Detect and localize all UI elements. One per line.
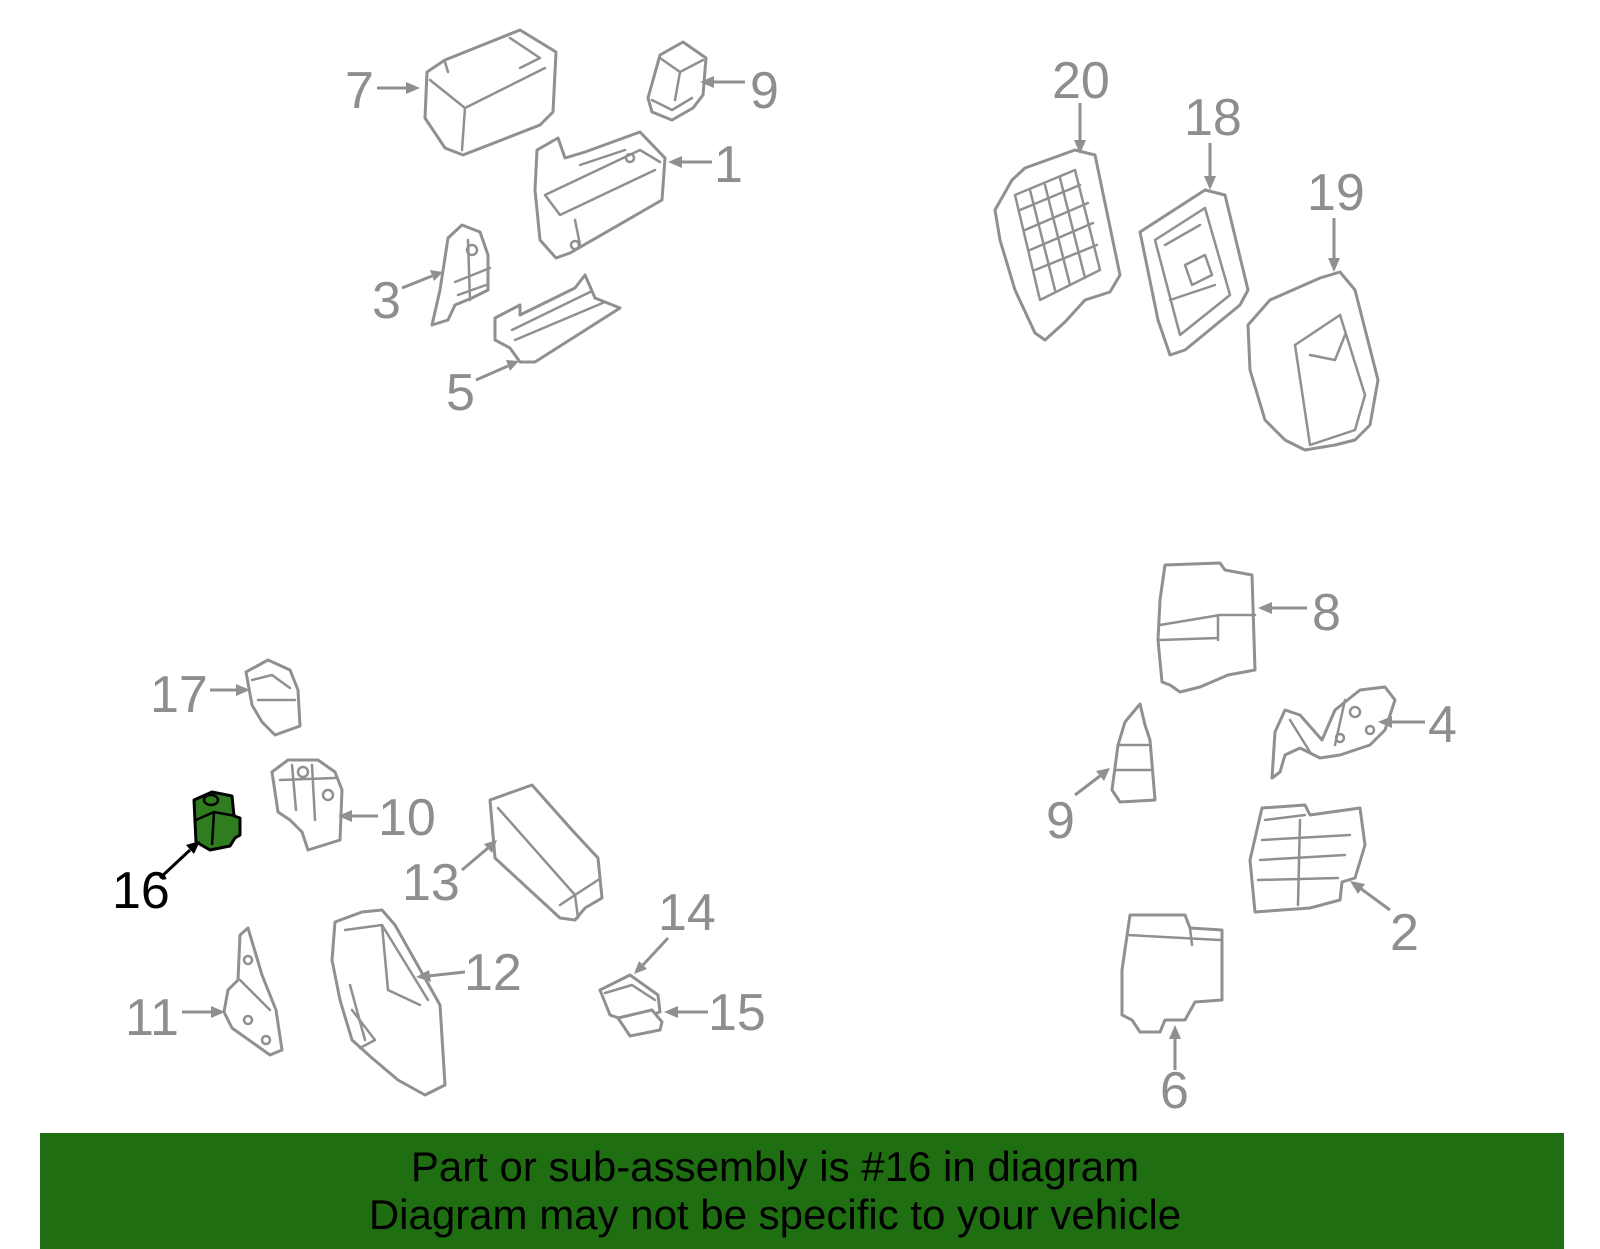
callout-13-arrow bbox=[461, 840, 497, 872]
part-6 bbox=[1120, 913, 1224, 1034]
part-10 bbox=[270, 758, 344, 852]
callout-9-top-arrow bbox=[700, 76, 745, 88]
parts-diagram: 7 9 1 3 5 bbox=[112, 28, 1457, 1120]
callout-8: 8 bbox=[1312, 584, 1341, 642]
callout-20-arrow bbox=[1074, 103, 1086, 154]
callout-4-arrow bbox=[1378, 716, 1425, 728]
info-banner: Part or sub-assembly is #16 in diagram D… bbox=[40, 1133, 1564, 1249]
callout-19: 19 bbox=[1307, 164, 1365, 222]
callout-10: 10 bbox=[378, 789, 436, 847]
part-4 bbox=[1270, 685, 1397, 780]
callout-14-arrow bbox=[634, 936, 670, 974]
callout-4: 4 bbox=[1428, 696, 1457, 754]
callout-14: 14 bbox=[658, 884, 716, 942]
callout-1-arrow bbox=[668, 156, 712, 168]
callout-5: 5 bbox=[446, 364, 475, 422]
part-16 bbox=[192, 790, 242, 852]
part-20 bbox=[993, 148, 1122, 342]
callout-5-arrow bbox=[475, 360, 519, 382]
part-3 bbox=[430, 223, 492, 327]
part-8 bbox=[1156, 561, 1257, 694]
callout-2: 2 bbox=[1390, 904, 1419, 962]
banner-line-disclaimer: Diagram may not be specific to your vehi… bbox=[368, 1191, 1182, 1238]
callout-7-arrow bbox=[377, 82, 420, 94]
callout-1: 1 bbox=[714, 136, 743, 194]
part-1 bbox=[533, 130, 667, 260]
callout-19-arrow bbox=[1328, 218, 1340, 272]
callout-6-arrow bbox=[1169, 1025, 1181, 1070]
callout-3: 3 bbox=[372, 272, 401, 330]
callout-16: 16 bbox=[112, 862, 170, 920]
callout-11: 11 bbox=[125, 989, 179, 1047]
callout-12-arrow bbox=[416, 970, 466, 982]
part-9-bottom bbox=[1110, 702, 1157, 804]
callout-12: 12 bbox=[464, 944, 522, 1002]
callout-16-arrow bbox=[158, 841, 200, 880]
callout-18: 18 bbox=[1184, 89, 1242, 147]
callout-9-top: 9 bbox=[750, 62, 779, 120]
part-18 bbox=[1138, 188, 1250, 357]
callout-9-bottom-arrow bbox=[1074, 768, 1110, 797]
part-5 bbox=[493, 273, 622, 364]
part-17 bbox=[244, 658, 302, 737]
callout-11-arrow bbox=[182, 1006, 225, 1018]
callout-17-arrow bbox=[210, 684, 250, 696]
part-7 bbox=[423, 28, 558, 157]
callout-17: 17 bbox=[150, 666, 208, 724]
part-11 bbox=[222, 926, 284, 1057]
part-19 bbox=[1246, 270, 1380, 452]
callout-18-arrow bbox=[1204, 143, 1216, 190]
callout-20: 20 bbox=[1052, 52, 1110, 110]
callout-8-arrow bbox=[1258, 602, 1307, 614]
banner-line-part-number: Part or sub-assembly is #16 in diagram bbox=[410, 1143, 1140, 1190]
part-2 bbox=[1248, 803, 1367, 914]
callout-6: 6 bbox=[1160, 1062, 1189, 1120]
part-15 bbox=[616, 1008, 664, 1038]
part-9-top bbox=[646, 40, 708, 122]
callout-2-arrow bbox=[1350, 881, 1391, 912]
callout-13: 13 bbox=[402, 854, 460, 912]
part-13 bbox=[488, 783, 604, 922]
callout-9-bottom: 9 bbox=[1046, 792, 1075, 850]
callout-7: 7 bbox=[345, 62, 374, 120]
part-12 bbox=[330, 908, 447, 1097]
callout-15-arrow bbox=[664, 1006, 708, 1018]
callout-3-arrow bbox=[401, 270, 443, 290]
callout-15: 15 bbox=[708, 984, 766, 1042]
callout-10-arrow bbox=[338, 810, 378, 822]
